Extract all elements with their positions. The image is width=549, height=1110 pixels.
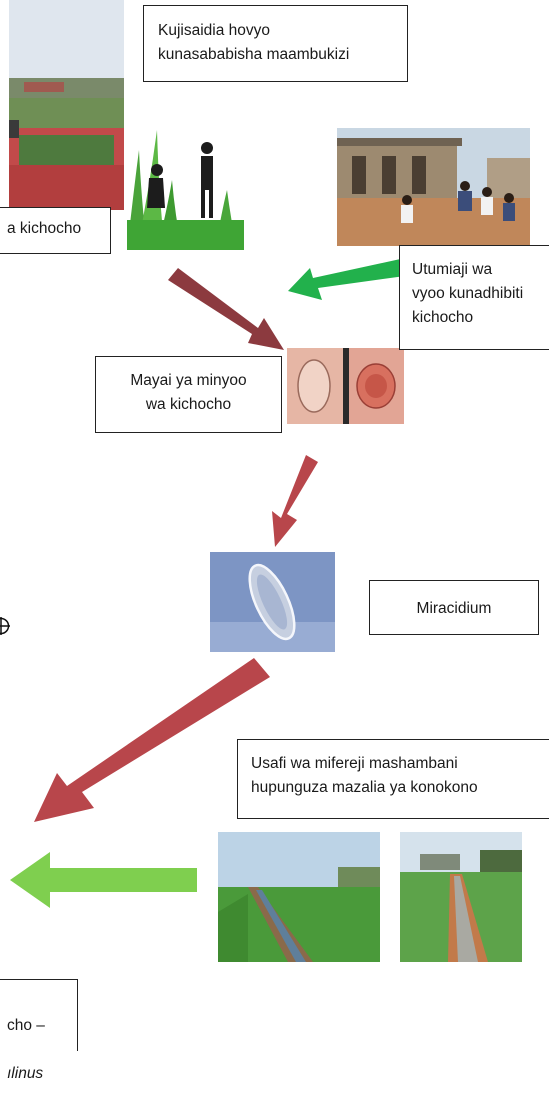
label-top-left: a kichocho [0, 207, 111, 254]
label-bottom-left-line1: cho – [7, 1014, 77, 1038]
label-schistosome-eggs: Mayai ya minyoo wa kichocho [95, 356, 282, 433]
eggs-microscopy-photo [287, 348, 404, 433]
field-photo [9, 0, 124, 210]
arrow-eggs-to-miracidium [272, 455, 318, 547]
arrow-defecation-to-eggs [168, 268, 284, 350]
canal-photo-narrow [400, 832, 522, 962]
arrow-latrines-to-eggs [288, 258, 405, 300]
crosshair-circle-icon [0, 616, 11, 636]
label-bottom-left-line2: ılinus [7, 1062, 77, 1086]
arrow-canals-to-snail [10, 852, 197, 908]
label-miracidium: Miracidium [369, 580, 539, 635]
canal-photo-wide [218, 832, 380, 962]
label-open-defecation: Kujisaidia hovyo kunasababisha maambukiz… [143, 5, 408, 82]
label-latrines-control: Utumiaji wa vyoo kunadhibiti kichocho [399, 245, 549, 350]
latrines-photo [337, 128, 530, 246]
open-defecation-illustration [127, 120, 244, 250]
arrow-miracidium-to-snail [34, 658, 270, 822]
label-canal-cleaning: Usafi wa mifereji mashambani hupunguza m… [237, 739, 549, 819]
label-bottom-left: cho – ılinus [0, 979, 78, 1051]
miracidium-microscopy-photo [210, 552, 335, 652]
